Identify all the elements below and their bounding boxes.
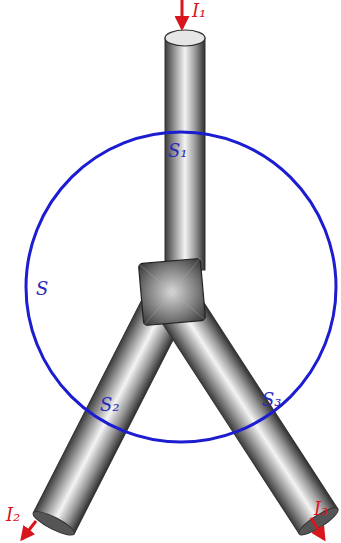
surface-circle: [26, 132, 336, 442]
surface-label: S₃: [262, 391, 282, 409]
current-label: I₁: [192, 2, 206, 20]
pipe-left: [31, 295, 186, 540]
current-arrow: [311, 518, 324, 539]
pipe-top: [165, 30, 205, 270]
current-label: I₃: [314, 500, 328, 518]
current-label: I₂: [6, 506, 20, 524]
pipe-right: [159, 292, 341, 538]
surface-label: S₁: [168, 142, 188, 160]
surface-label: S₂: [100, 396, 120, 414]
surface-label: S: [36, 280, 48, 298]
current-arrow: [181, 0, 184, 28]
junction-box: [138, 258, 205, 325]
current-arrow: [22, 521, 36, 539]
